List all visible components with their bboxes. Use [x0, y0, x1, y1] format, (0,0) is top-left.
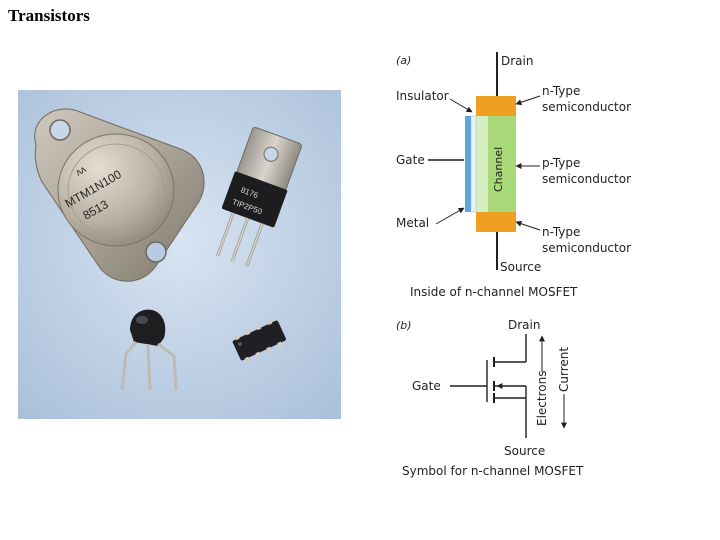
dip-chip: [232, 318, 286, 364]
drain-label: Drain: [501, 54, 533, 68]
to3-transistor: ʌʌ MTM1N100 8513: [34, 108, 205, 282]
slide-title: Transistors: [8, 6, 90, 25]
mosfet-figure: (a) Channel Drain Insulator Gate Metal S…: [396, 52, 631, 478]
n-type-top-label-2: semiconductor: [542, 100, 631, 114]
metal-arrow: [435, 207, 465, 225]
p-type-label-2: semiconductor: [542, 172, 631, 186]
metal-label: Metal: [396, 216, 429, 230]
to220-transistor: 8176 TIP2P50: [216, 126, 302, 268]
fig-b-caption: Symbol for n-channel MOSFET: [402, 464, 584, 478]
insulator-label: Insulator: [396, 89, 449, 103]
gate-label: Gate: [396, 153, 425, 167]
insulator-arrow: [449, 98, 473, 113]
n-type-bottom-label-2: semiconductor: [542, 241, 631, 255]
gate-insulator: [470, 115, 477, 213]
n-type-bottom-arrow: [515, 220, 541, 231]
channel-region: [476, 116, 488, 212]
svg-text:ʌʌ: ʌʌ: [74, 164, 88, 179]
source-label: Source: [500, 260, 541, 274]
panel-b-label: (b): [396, 319, 412, 332]
n-type-bottom-label: n-Type: [542, 225, 580, 239]
symbol-source-label: Source: [504, 444, 545, 458]
channel-label: Channel: [492, 147, 505, 192]
panel-a-label: (a): [396, 54, 411, 67]
current-label: Current: [557, 347, 571, 392]
n-region-bottom: [476, 212, 516, 232]
electrons-label: Electrons: [535, 371, 549, 426]
n-region-top: [476, 96, 516, 116]
transistors-photo: ʌʌ MTM1N100 8513 8176 TIP2P50: [18, 90, 341, 419]
symbol-gate-label: Gate: [412, 379, 441, 393]
n-type-top-label: n-Type: [542, 84, 580, 98]
gate-metal: [465, 116, 471, 212]
p-type-label: p-Type: [542, 156, 580, 170]
fig-a-caption: Inside of n-channel MOSFET: [410, 285, 578, 299]
to92-transistor: [120, 309, 178, 391]
symbol-drain-label: Drain: [508, 318, 540, 332]
n-type-top-arrow: [515, 95, 541, 106]
